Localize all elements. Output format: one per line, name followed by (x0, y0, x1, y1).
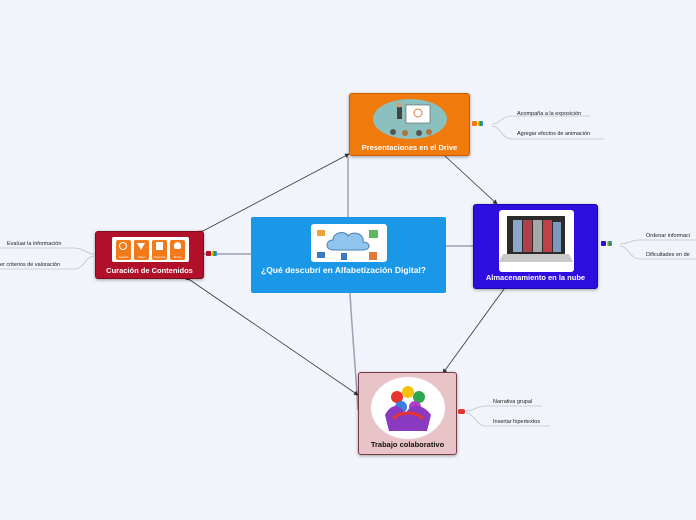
filter-icon (137, 242, 145, 250)
topic-trabajo-title: Trabajo colaborativo (370, 440, 445, 449)
subtopic-trabajo-1[interactable]: Narrativa grupal (493, 399, 533, 405)
search-step: Search (116, 239, 131, 260)
drive-icon (478, 121, 483, 126)
topic-almacenamiento-nube[interactable]: Almacenamiento en la nube (473, 204, 598, 289)
subtopic-nube-1[interactable]: Ordenar informaci (646, 233, 691, 239)
branch-nube-1 (619, 239, 696, 245)
subtopic-curacion-1[interactable]: Evaluar la información (7, 241, 62, 247)
subtopic-trabajo-2[interactable]: Insertar hipertextos (493, 419, 541, 425)
branch-curacion-2 (0, 255, 95, 270)
cloud-network-icon (311, 224, 387, 262)
curation-steps-banner: Search Filter Organize Share (112, 237, 189, 262)
branch-nube-2 (619, 245, 696, 260)
drive-icon (607, 241, 612, 246)
branch-trabajo-1 (465, 405, 542, 412)
nube-markers (601, 241, 612, 246)
organize-step-label: Organize (153, 254, 166, 259)
subtopic-curacion-2[interactable]: er criterios de valoración (0, 262, 60, 268)
topic-curacion-title: Curación de Contenidos (106, 266, 193, 275)
subtopic-drive-1[interactable]: Acompaña a la exposición (517, 111, 582, 117)
topic-drive-title: Presentaciones en el Drive (361, 143, 458, 152)
relation-curacion-drive (198, 153, 350, 235)
branch-drive-1 (491, 115, 590, 125)
organize-step: Organize (152, 239, 167, 260)
topic-curacion-contenidos[interactable]: Search Filter Organize Share Curación de… (95, 231, 204, 279)
topic-nube-title: Almacenamiento en la nube (485, 273, 586, 282)
search-step-label: Search (118, 254, 129, 259)
topic-presentaciones-drive[interactable]: Presentaciones en el Drive (349, 93, 470, 156)
filter-step-label: Filter (138, 254, 145, 259)
topic-trabajo-colaborativo[interactable]: Trabajo colaborativo (358, 372, 457, 455)
youtube-icon (458, 409, 465, 414)
laptop-folders-icon (499, 210, 574, 272)
curacion-markers (206, 251, 217, 256)
branch-drive-2 (491, 125, 604, 140)
drive-icon (212, 251, 217, 256)
share-step-label: Share (173, 254, 182, 259)
relation-drive-nube (440, 151, 498, 205)
branch-trabajo-2 (465, 412, 550, 427)
people-icon (174, 241, 181, 249)
relation-curacion-trabajo (185, 275, 359, 396)
document-icon (156, 241, 163, 250)
task-list-icon (472, 121, 477, 126)
filter-step: Filter (134, 239, 149, 260)
share-step: Share (170, 239, 185, 260)
teamwork-icon (371, 377, 445, 439)
subtopic-nube-2[interactable]: Dificultades en de (646, 252, 690, 258)
relation-nube-trabajo (442, 284, 509, 374)
trabajo-markers (458, 409, 465, 414)
search-icon (119, 241, 127, 250)
central-topic-title: ¿Qué descubrí en Alfabetización Digital? (261, 265, 426, 275)
task-list-icon (206, 251, 211, 256)
branch-curacion-1 (0, 247, 95, 255)
presentation-icon (373, 99, 447, 139)
task-list-icon (601, 241, 606, 246)
drive-markers (472, 121, 483, 126)
subtopic-drive-2[interactable]: Agregar efectos de animación (517, 131, 591, 137)
central-topic[interactable]: ¿Qué descubrí en Alfabetización Digital? (251, 217, 446, 293)
